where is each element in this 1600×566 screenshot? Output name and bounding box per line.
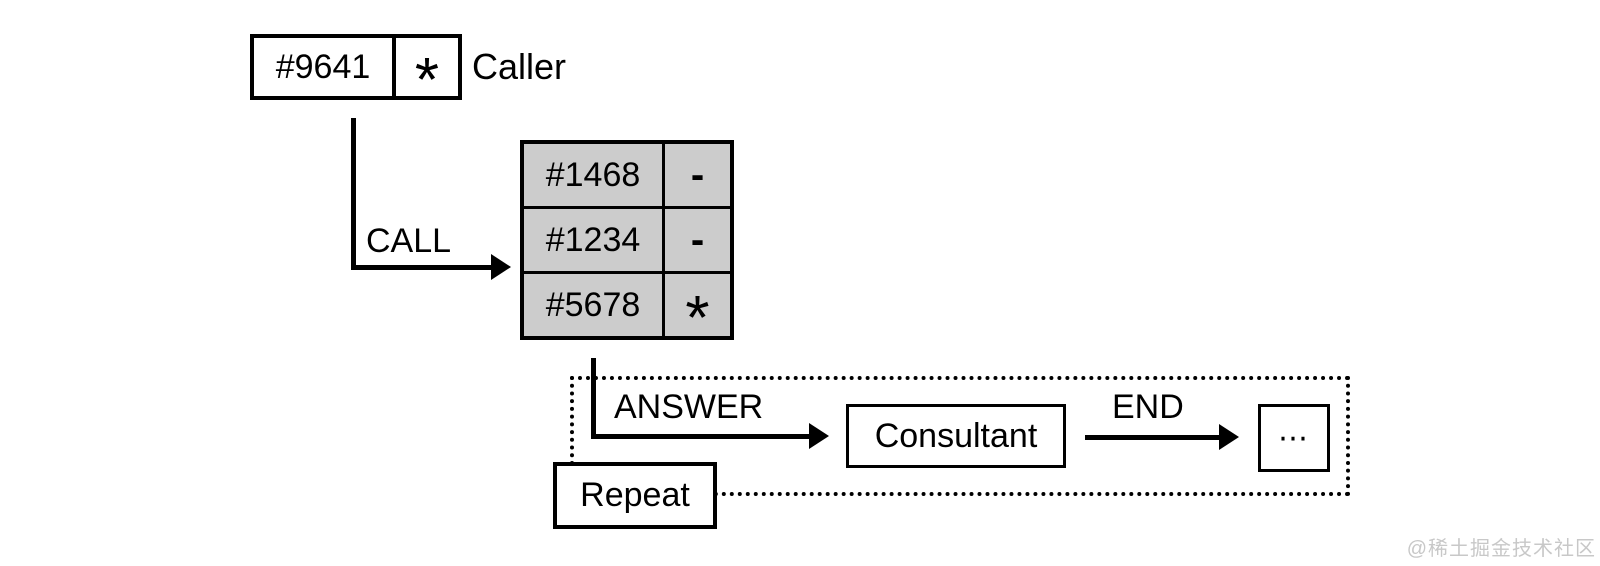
queue-flag-cell: * xyxy=(662,274,730,350)
queue-row: #5678 * xyxy=(524,271,730,350)
caller-label: Caller xyxy=(472,46,567,87)
queue-row: #1468 - xyxy=(524,144,730,206)
queue-number: #1468 xyxy=(524,144,662,206)
end-label: END xyxy=(1112,388,1184,426)
end-arrowhead-icon xyxy=(1219,424,1239,450)
answer-connector-vertical-line xyxy=(591,358,596,439)
queue-number: #1234 xyxy=(524,209,662,271)
caller-number: #9641 xyxy=(275,47,371,86)
call-connector-horizontal-line xyxy=(351,265,491,270)
call-connector-vertical-line xyxy=(351,118,356,270)
consultant-box: Consultant xyxy=(846,404,1066,468)
asterisk-icon: * xyxy=(685,284,710,353)
repeat-loop-dotted-border xyxy=(570,376,1350,496)
call-label: CALL xyxy=(366,222,452,260)
ellipsis-icon: ⋯ xyxy=(1278,421,1310,455)
call-queue-table: #1468 - #1234 - #5678 * xyxy=(520,140,734,350)
queue-number: #5678 xyxy=(524,274,662,336)
dash-icon: - xyxy=(690,218,705,262)
call-arrowhead-icon xyxy=(491,254,511,280)
asterisk-icon: * xyxy=(414,46,440,115)
answer-connector-horizontal-line xyxy=(591,434,809,439)
caller-flag-cell: * xyxy=(392,36,458,112)
queue-row: #1234 - xyxy=(524,206,730,271)
repeat-box: Repeat xyxy=(553,462,717,529)
answer-label: ANSWER xyxy=(614,388,764,426)
queue-flag-cell: - xyxy=(662,209,730,271)
consultant-label: Consultant xyxy=(874,416,1038,455)
continuation-box: ⋯ xyxy=(1258,404,1330,472)
end-connector-horizontal-line xyxy=(1085,435,1219,440)
watermark-text: @稀土掘金技术社区 xyxy=(1406,538,1596,560)
dash-icon: - xyxy=(690,153,705,197)
caller-box: #9641 * xyxy=(250,34,462,112)
queue-flag-cell: - xyxy=(662,144,730,206)
repeat-label: Repeat xyxy=(580,476,690,514)
answer-arrowhead-icon xyxy=(809,423,829,449)
